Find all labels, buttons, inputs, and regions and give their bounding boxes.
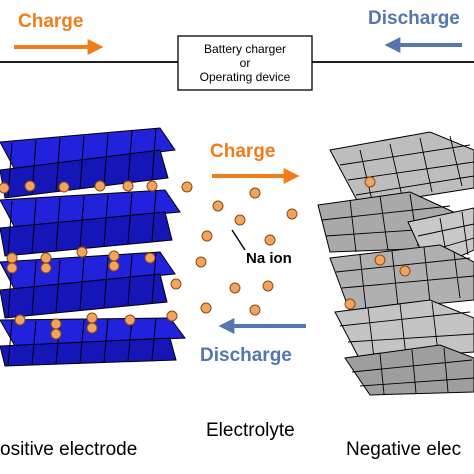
na-ion	[249, 187, 261, 199]
mid-charge-label: Charge	[210, 141, 275, 162]
device-line1: Battery charger	[204, 42, 286, 56]
na-ion	[86, 322, 98, 334]
na-ion-label: Na ion	[246, 250, 292, 267]
positive-electrode	[0, 127, 186, 367]
na-ion	[200, 302, 212, 314]
na-ion	[249, 304, 261, 316]
na-ion	[40, 262, 52, 274]
graphene-sheet	[344, 344, 474, 396]
na-ion	[146, 180, 158, 192]
na-ion	[40, 252, 52, 264]
na-ion	[166, 310, 178, 322]
positive-electrode-label: ositive electrode	[0, 439, 137, 460]
na-ion	[108, 260, 120, 272]
na-ion	[344, 298, 356, 310]
na-ion	[144, 252, 156, 264]
na-ion	[212, 200, 224, 212]
negative-electrode	[317, 131, 474, 396]
negative-electrode-label: Negative elec	[346, 439, 461, 460]
na-ion	[108, 250, 120, 262]
na-ion	[94, 180, 106, 192]
na-ion	[170, 278, 182, 290]
na-ions	[0, 176, 411, 340]
na-ion	[24, 180, 36, 192]
na-ion-pointer	[231, 229, 246, 251]
na-ion	[201, 230, 213, 242]
na-ion	[374, 254, 386, 266]
na-ion	[122, 180, 134, 192]
device-line3: Operating device	[200, 70, 291, 84]
na-ion	[229, 282, 241, 294]
graphene-sheet	[329, 131, 474, 207]
na-ion	[14, 314, 26, 326]
na-ion	[6, 262, 18, 274]
na-ion	[76, 246, 88, 258]
device-line2: or	[240, 56, 251, 70]
na-ion	[364, 176, 376, 188]
na-ion	[50, 328, 62, 340]
top-charge-label: Charge	[18, 11, 83, 32]
na-ion	[264, 234, 276, 246]
na-ion	[6, 252, 18, 264]
na-ion	[124, 314, 136, 326]
na-ion	[58, 181, 70, 193]
mid-discharge-label: Discharge	[200, 345, 292, 366]
cathode-layer	[0, 189, 181, 257]
na-ion	[195, 256, 207, 268]
top-discharge-label: Discharge	[368, 8, 460, 29]
na-ion	[234, 214, 246, 226]
cathode-layer	[0, 127, 176, 199]
na-ion	[181, 181, 193, 193]
na-ion	[0, 182, 10, 194]
na-ion	[262, 280, 274, 292]
na-ion	[86, 312, 98, 324]
na-ion	[50, 318, 62, 330]
device-box	[177, 35, 313, 91]
na-ion	[286, 208, 298, 220]
na-ion	[399, 265, 411, 277]
electrolyte-label: Electrolyte	[206, 420, 295, 441]
